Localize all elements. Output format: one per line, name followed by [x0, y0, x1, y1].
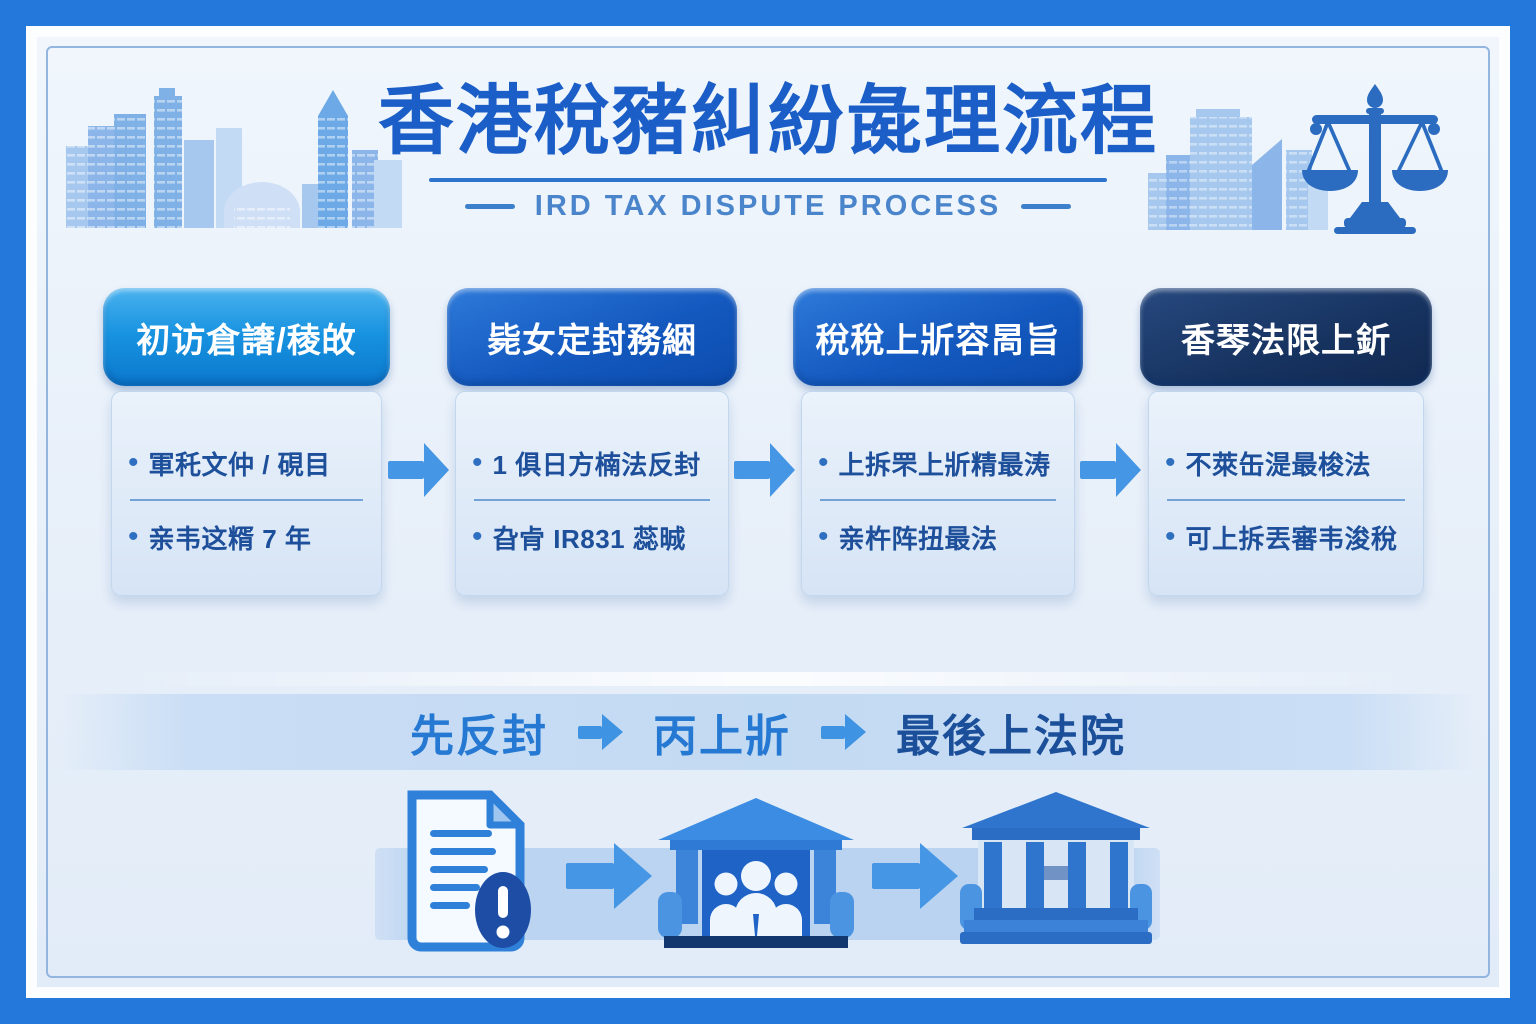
subtitle-dash-right	[1021, 204, 1072, 209]
arrow-tail	[388, 461, 424, 479]
arrow-head	[770, 443, 795, 497]
summary-arrow-icon	[578, 714, 623, 750]
tribunal-building-with-people-icon	[658, 798, 854, 948]
icon-flow-arrow-1-icon	[566, 843, 652, 909]
card-4-body: 不萊缶湜最梭法 可上拆丟審韦浚稅	[1148, 391, 1424, 596]
card-2-header: 毙女定封務綑	[447, 288, 737, 386]
bullet-item: 1 俱日方楠法反封	[472, 440, 716, 486]
summary-band	[58, 694, 1478, 770]
flow-arrow-2-icon	[734, 443, 795, 497]
bullet-text: 亲杵阵扭最法	[838, 523, 998, 554]
card-3-header: 稅稅上斨容晑旨	[793, 288, 1083, 386]
process-card-2: 毙女定封務綑 1 俱日方楠法反封 旮肻 IR831 蕊晠	[447, 288, 737, 596]
city-skyline-left-illustration	[66, 88, 402, 228]
card-3-body: 上拆罘上斨精最涛 亲杵阵扭最法	[801, 391, 1075, 596]
bullet-text: 不萊缶湜最梭法	[1185, 449, 1372, 480]
bullet-item: 旮肻 IR831 蕊晠	[472, 514, 716, 560]
card-1-header: 初访倉譇/稜敀	[103, 288, 390, 386]
bullet-item: 可上拆丟審韦浚稅	[1165, 514, 1411, 560]
bullet-divider	[820, 499, 1056, 501]
arrow-tail	[1080, 461, 1116, 479]
process-card-3: 稅稅上斨容晑旨 上拆罘上斨精最涛 亲杵阵扭最法	[793, 288, 1083, 596]
arrow-tail	[872, 863, 920, 889]
subtitle-row: IRD TAX DISPUTE PROCESS	[0, 190, 1536, 223]
card-4-header: 香琴法限上釿	[1140, 288, 1432, 386]
bullet-text: 1 俱日方楠法反封	[492, 449, 701, 480]
bullet-item: 上拆罘上斨精最涛	[818, 440, 1062, 486]
page-title: 香港稅豬糾紛彘理流程	[378, 79, 1158, 164]
bullet-item: 亲杵阵扭最法	[818, 514, 1062, 560]
document-with-exclamation-icon	[407, 790, 531, 952]
arrow-tail	[734, 461, 770, 479]
summary-highlight-strip	[120, 672, 1416, 686]
process-card-4: 香琴法限上釿 不萊缶湜最梭法 可上拆丟審韦浚稅	[1140, 288, 1432, 596]
arrow-head	[920, 843, 958, 909]
bullet-divider	[474, 499, 710, 501]
title-divider	[429, 178, 1107, 182]
courthouse-bank-icon	[960, 792, 1152, 944]
city-skyline-right-illustration	[1148, 109, 1328, 230]
card-1-body: 軍秅文仲 / 硯目 亲韦这糈 7 年	[111, 391, 382, 596]
bullet-text: 可上拆丟審韦浚稅	[1185, 523, 1398, 554]
bullet-item: 亲韦这糈 7 年	[128, 514, 369, 560]
arrow-head	[424, 443, 449, 497]
subtitle-dash-left	[464, 204, 515, 209]
bullet-item: 軍秅文仲 / 硯目	[128, 440, 369, 486]
summary-step-2: 丙上斨	[653, 712, 791, 761]
summary-step-3: 最後上法院	[896, 712, 1126, 761]
card-2-body: 1 俱日方楠法反封 旮肻 IR831 蕊晠	[455, 391, 729, 596]
summary-step-1: 先反封	[410, 712, 548, 761]
arrow-head	[1116, 443, 1141, 497]
icon-flow-arrow-2-icon	[872, 843, 958, 909]
page-subtitle: IRD TAX DISPUTE PROCESS	[534, 190, 1002, 222]
scales-of-justice-icon	[1302, 84, 1448, 234]
bullet-text: 軍秅文仲 / 硯目	[148, 449, 331, 480]
bullet-text: 上拆罘上斨精最涛	[838, 449, 1051, 480]
bullet-item: 不萊缶湜最梭法	[1165, 440, 1411, 486]
summary-arrow-icon	[821, 714, 866, 750]
bullet-text: 亲韦这糈 7 年	[148, 523, 312, 554]
arrow-head	[614, 843, 652, 909]
bullet-divider	[130, 499, 363, 501]
flow-arrow-3-icon	[1080, 443, 1141, 497]
arrow-tail	[566, 863, 614, 889]
process-card-1: 初访倉譇/稜敀 軍秅文仲 / 硯目 亲韦这糈 7 年	[103, 288, 390, 596]
flow-arrow-1-icon	[388, 443, 449, 497]
summary-row: 先反封 丙上斨 最後上法院	[0, 700, 1536, 764]
bullet-divider	[1167, 499, 1405, 501]
bullet-text: 旮肻 IR831 蕊晠	[492, 523, 686, 554]
